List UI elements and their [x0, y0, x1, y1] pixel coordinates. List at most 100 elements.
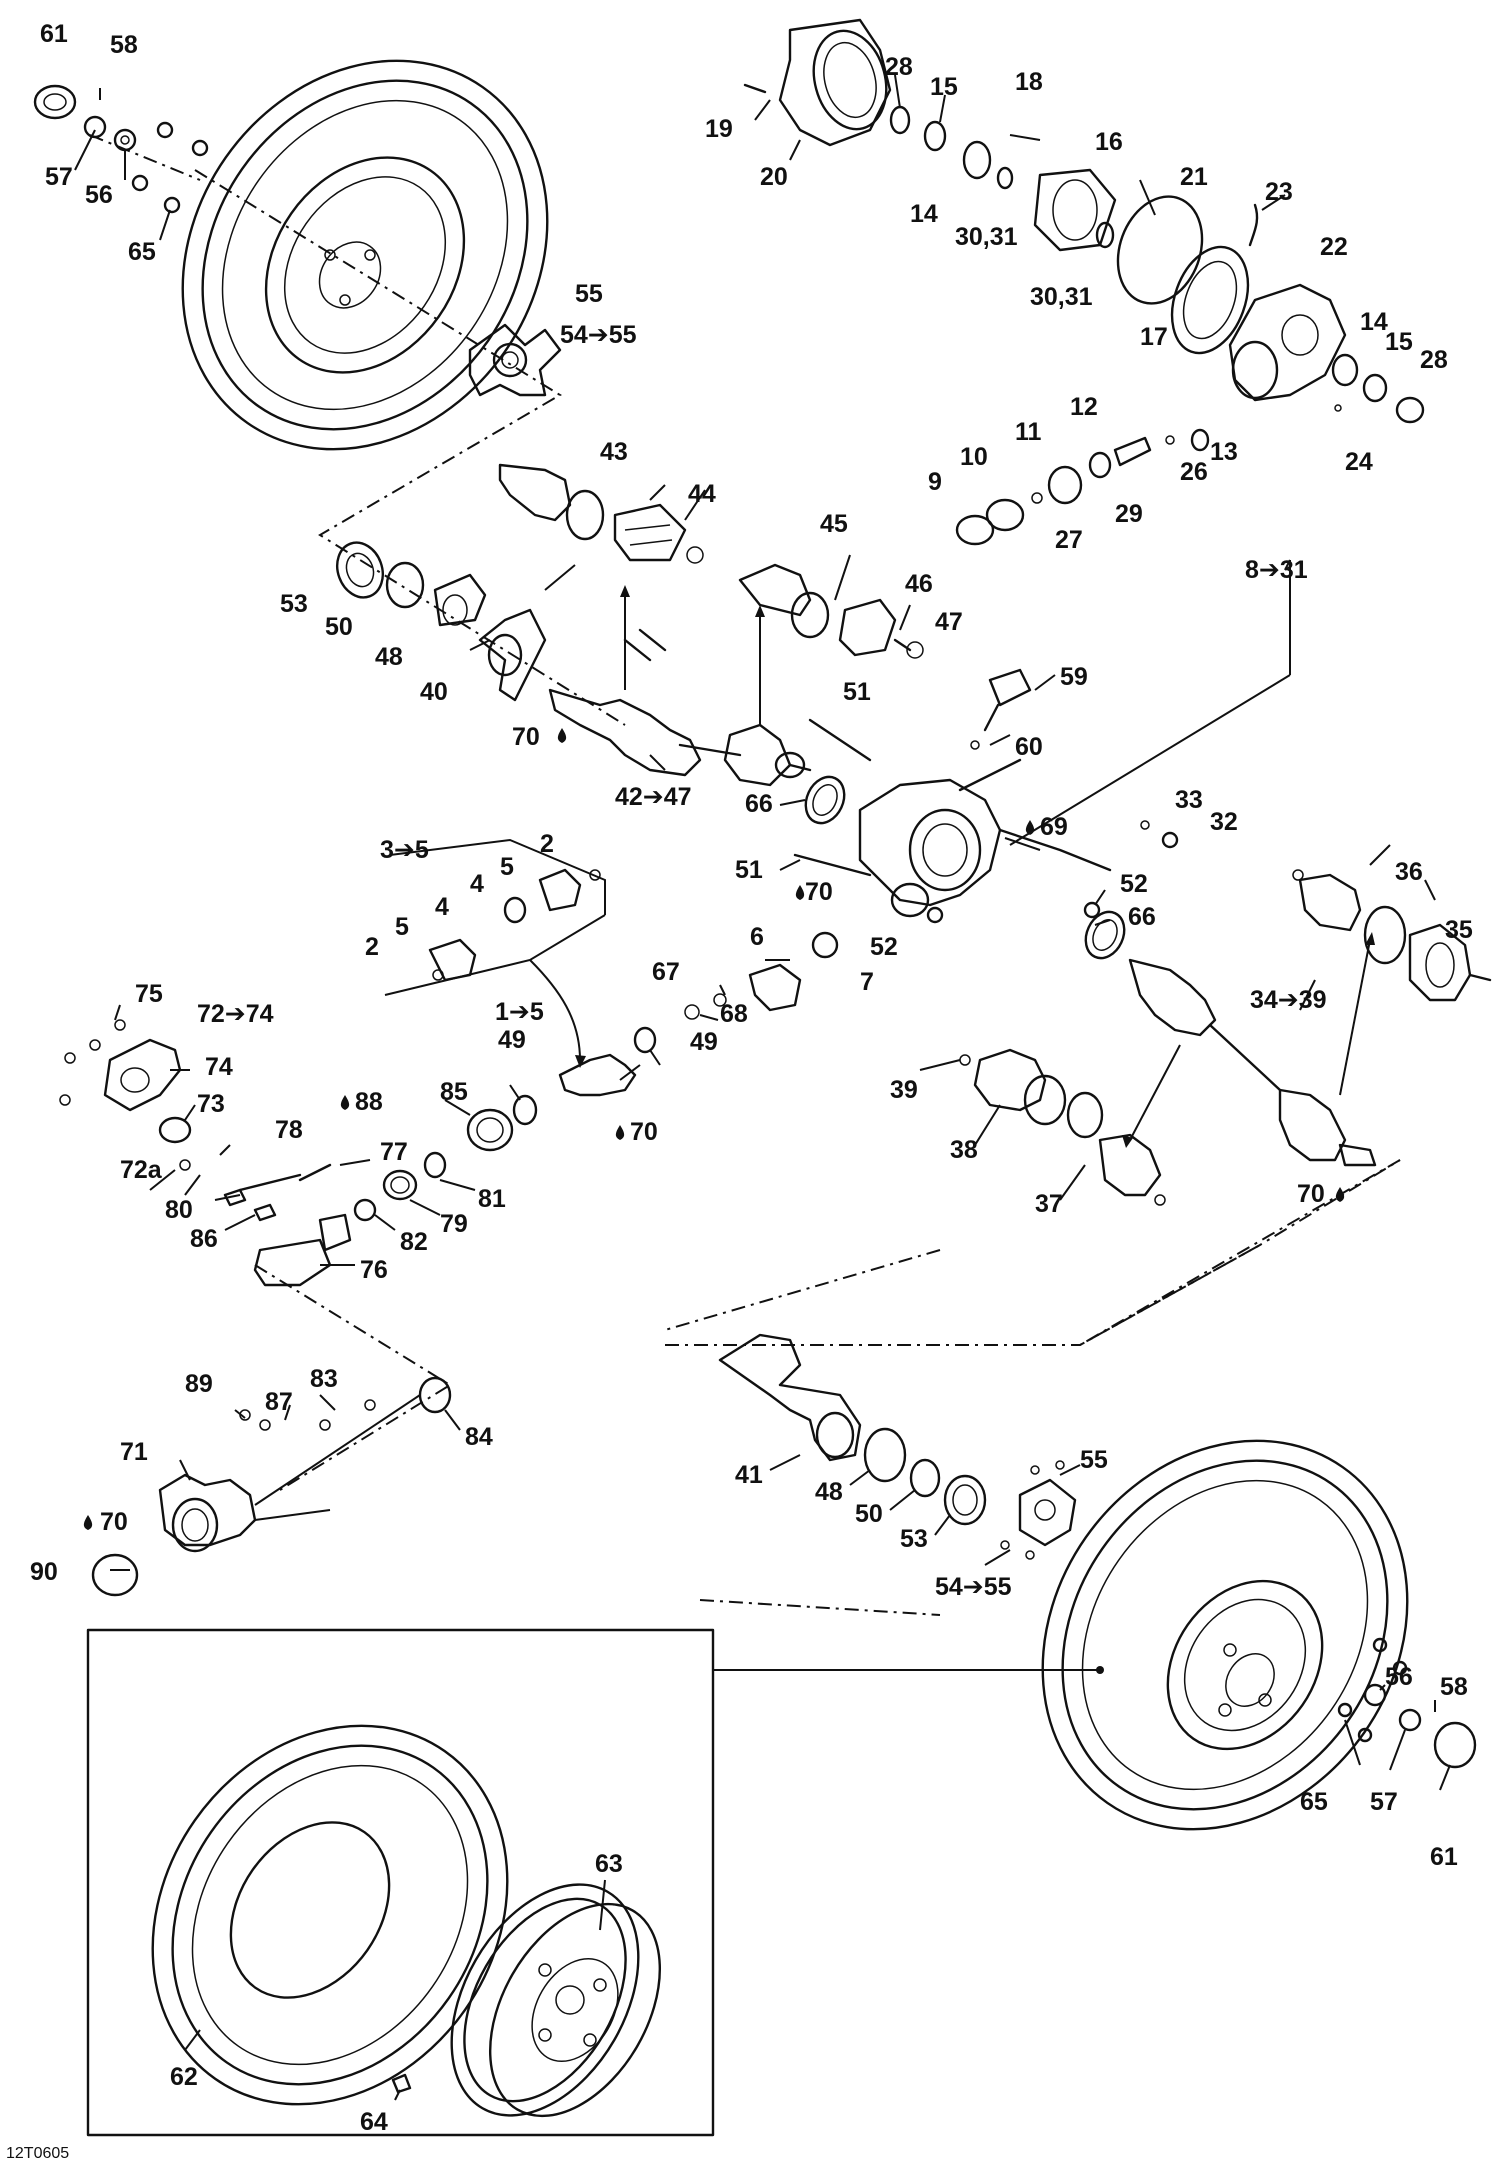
callout-85: 85 — [440, 1078, 468, 1106]
callout-33: 33 — [1175, 786, 1203, 814]
axle-34-39 — [1084, 910, 1377, 1167]
callout-42-47: 42➔47 — [615, 783, 692, 811]
oil-drop-icon — [615, 1125, 625, 1140]
figure-code: 12T0605 — [6, 2145, 69, 2162]
callout-30-31: 30,31 — [955, 223, 1018, 251]
callout-69: 69 — [1040, 813, 1068, 841]
callout-5: 5 — [500, 853, 514, 881]
callout-72a: 72a — [120, 1156, 163, 1184]
gasket-21-seal-17 — [1116, 195, 1250, 355]
callout-14: 14 — [910, 200, 938, 228]
differential-housing-20 — [743, 18, 892, 147]
callout-81: 81 — [478, 1185, 506, 1213]
callout-65-b: 65 — [1300, 1788, 1328, 1816]
callout-2-b: 2 — [365, 933, 379, 961]
callout-6: 6 — [750, 923, 764, 951]
callout-14-b: 14 — [1360, 308, 1388, 336]
oil-drop-icon — [1335, 1187, 1345, 1202]
callout-63: 63 — [595, 1850, 623, 1878]
front-left-tire — [181, 59, 549, 451]
callout-37: 37 — [1035, 1190, 1063, 1218]
cv-joint-37-39 — [959, 1048, 1166, 1206]
callout-41: 41 — [735, 1461, 763, 1489]
oil-drop-icon — [1025, 820, 1035, 835]
callout-84: 84 — [465, 1423, 493, 1451]
callout-34-39: 34➔39 — [1250, 986, 1327, 1014]
callout-57: 57 — [45, 163, 73, 191]
callout-70: 70 — [512, 723, 540, 751]
callout-53: 53 — [280, 590, 308, 618]
callout-27: 27 — [1055, 526, 1083, 554]
callout-12: 12 — [1070, 393, 1098, 421]
callout-62: 62 — [170, 2063, 198, 2091]
callout-64: 64 — [360, 2108, 388, 2136]
inset-box — [86, 1628, 1104, 2137]
callout-89: 89 — [185, 1370, 213, 1398]
oil-drop-icon — [557, 728, 567, 743]
callout-53-b: 53 — [900, 1525, 928, 1553]
callout-3-5: 3➔5 — [380, 836, 429, 864]
callout-20: 20 — [760, 163, 788, 191]
front-drive-shaft-upper — [498, 463, 924, 659]
callout-38: 38 — [950, 1136, 978, 1164]
callout-74: 74 — [205, 1053, 233, 1081]
callout-70-d: 70 — [1297, 1180, 1325, 1208]
oil-drop-icon — [340, 1095, 350, 1110]
callout-51-b: 51 — [735, 856, 763, 884]
callout-60: 60 — [1015, 733, 1043, 761]
callout-68: 68 — [720, 1000, 748, 1028]
callout-29: 29 — [1115, 500, 1143, 528]
actuator-assembly — [91, 1376, 452, 1597]
callout-90: 90 — [30, 1558, 58, 1586]
callout-52-b: 52 — [870, 933, 898, 961]
callout-48-b: 48 — [815, 1478, 843, 1506]
oil-drop-icon — [795, 885, 805, 900]
callout-73: 73 — [197, 1090, 225, 1118]
callout-56: 56 — [85, 181, 113, 209]
callout-15-b: 15 — [1385, 328, 1413, 356]
oil-drop-icon — [83, 1515, 93, 1530]
differential-internals — [889, 105, 1117, 252]
callout-32: 32 — [1210, 808, 1238, 836]
callout-71: 71 — [120, 1438, 148, 1466]
callout-78: 78 — [275, 1116, 303, 1144]
shaft-1-5 — [512, 931, 839, 1126]
callout-2: 2 — [540, 830, 554, 858]
differential-cover-22 — [1228, 203, 1347, 402]
callout-75: 75 — [135, 980, 163, 1008]
callout-56-b: 56 — [1385, 1663, 1413, 1691]
callout-40: 40 — [420, 678, 448, 706]
callout-59: 59 — [1060, 663, 1088, 691]
boot-36-stub-35 — [1292, 869, 1492, 1002]
callout-51: 51 — [843, 678, 871, 706]
callout-77: 77 — [380, 1138, 408, 1166]
callout-46: 46 — [905, 570, 933, 598]
pinion-stack — [955, 428, 1210, 546]
callout-17: 17 — [1140, 323, 1168, 351]
oil-drop-icons — [83, 728, 1345, 1530]
callout-35: 35 — [1445, 916, 1473, 944]
callout-55: 55 — [575, 280, 603, 308]
callout-49-b: 49 — [690, 1028, 718, 1056]
callout-70-e: 70 — [100, 1508, 128, 1536]
callout-83: 83 — [310, 1365, 338, 1393]
callout-30-31-b: 30,31 — [1030, 283, 1093, 311]
callout-76: 76 — [360, 1256, 388, 1284]
callout-57-b: 57 — [1370, 1788, 1398, 1816]
callout-54-55-b: 54➔55 — [935, 1573, 1012, 1601]
callout-72-74: 72➔74 — [197, 1000, 274, 1028]
callout-39: 39 — [890, 1076, 918, 1104]
front-differential-housing — [793, 560, 1291, 924]
callout-4: 4 — [470, 870, 484, 898]
callout-24: 24 — [1345, 448, 1373, 476]
callout-10: 10 — [960, 443, 988, 471]
callout-15: 15 — [930, 73, 958, 101]
callout-47: 47 — [935, 608, 963, 636]
callout-55-b: 55 — [1080, 1446, 1108, 1474]
callout-labels: 61 58 57 56 65 55 54➔55 19 20 28 15 18 1… — [6, 20, 1473, 2162]
seal-66-upper — [804, 775, 846, 825]
leader-lines — [74, 74, 1451, 2101]
callout-58-b: 58 — [1440, 1673, 1468, 1701]
callout-43: 43 — [600, 438, 628, 466]
